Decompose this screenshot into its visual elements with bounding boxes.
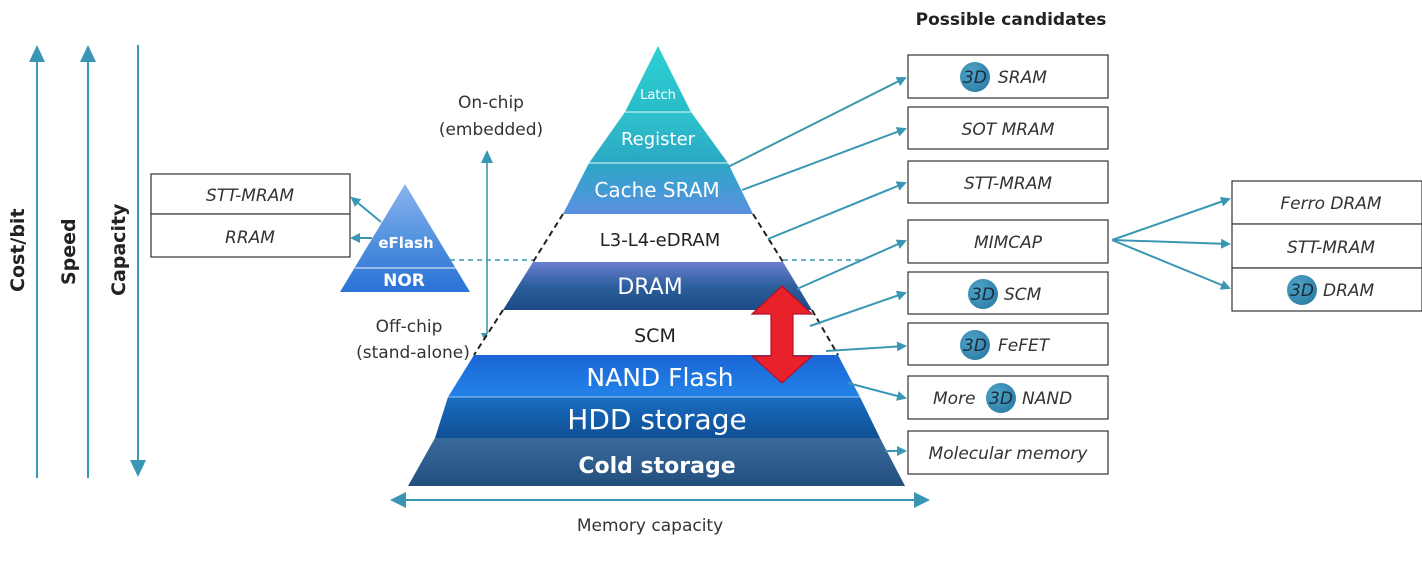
candidate-arrows	[727, 77, 907, 456]
3d-badge-icon	[960, 330, 990, 360]
on-chip-sublabel: (embedded)	[439, 120, 543, 140]
badge-label: 3D	[963, 68, 987, 88]
on-chip-label: On-chip	[458, 93, 524, 113]
right-box-label: Ferro DRAM	[1280, 194, 1382, 214]
cache-sram-label: Cache SRAM	[594, 178, 719, 202]
arrow-to-stt-mram	[350, 196, 382, 223]
memory-capacity-label: Memory capacity	[577, 516, 723, 536]
candidate-boxes: 3D SRAM SOT MRAM STT-MRAM MIMCAP 3D SCM …	[907, 54, 1109, 475]
speed-axis: Speed	[58, 45, 96, 478]
candidates-title: Possible candidates	[916, 10, 1107, 30]
embedded-flash-pyramid: eFlash NOR	[340, 184, 470, 292]
capacity-axis: Capacity	[108, 45, 146, 477]
pyramid-level-cache-sram	[563, 163, 753, 214]
candidate-prefix: More	[933, 389, 976, 409]
register-label: Register	[621, 129, 696, 150]
3d-badge-icon	[1287, 275, 1317, 305]
left-box-stt-mram	[150, 173, 351, 215]
right-candidate-boxes: Ferro DRAM STT-MRAM 3D DRAM	[1231, 180, 1422, 312]
off-chip-label: Off-chip	[376, 317, 443, 337]
candidate-box-stt-mram	[907, 160, 1109, 204]
right-box-stt-mram	[1231, 223, 1422, 269]
latch-label: Latch	[640, 88, 676, 103]
candidate-box-molecular	[907, 430, 1109, 475]
badge-label: 3D	[963, 336, 987, 356]
cost-axis: Cost/bit	[7, 45, 45, 478]
candidate-label: SCM	[1004, 285, 1042, 305]
3d-badge-icon	[960, 62, 990, 92]
candidate-box-scm	[907, 271, 1109, 315]
candidate-label: FeFET	[998, 336, 1051, 356]
pyramid-level-hdd-storage	[435, 397, 880, 438]
3d-badge-icon	[986, 383, 1016, 413]
eflash-label: eFlash	[378, 234, 433, 252]
pyramid-level-register	[589, 112, 728, 163]
memory-pyramid: Latch Register Cache SRAM L3-L4-eDRAM DR…	[408, 46, 905, 486]
candidate-label: Molecular memory	[929, 444, 1089, 464]
candidate-box-mimcap	[907, 219, 1109, 264]
candidate-label: STT-MRAM	[964, 174, 1052, 194]
left-box-rram	[150, 213, 351, 258]
pyramid-level-dram	[503, 262, 812, 310]
off-chip-sublabel: (stand-alone)	[356, 343, 470, 363]
candidate-label: NAND	[1022, 389, 1072, 409]
right-box-ferro-dram	[1231, 180, 1422, 225]
speed-axis-label: Speed	[58, 218, 80, 285]
pyramid-level-cold-storage	[408, 438, 905, 486]
pyramid-level-l3-l4-edram	[533, 214, 783, 262]
left-box-label: RRAM	[225, 228, 275, 248]
small-pyramid-shape	[340, 184, 470, 292]
mimcap-arrows	[1111, 196, 1231, 290]
pyramid-level-scm	[474, 310, 838, 355]
hdd-storage-label: HDD storage	[567, 403, 746, 436]
candidate-label: SOT MRAM	[962, 120, 1055, 140]
right-box-dram	[1231, 267, 1422, 312]
cold-storage-label: Cold storage	[578, 454, 735, 479]
pyramid-level-latch	[625, 46, 691, 112]
arrow-down-icon	[130, 460, 146, 477]
capacity-axis-label: Capacity	[108, 203, 130, 296]
left-candidate-boxes: STT-MRAM RRAM	[150, 173, 351, 258]
scm-label: SCM	[634, 325, 676, 347]
candidate-box-fefet	[907, 322, 1109, 366]
nor-label: NOR	[383, 271, 425, 291]
3d-badge-icon	[968, 279, 998, 309]
arrow-up-icon	[80, 45, 96, 62]
right-box-label: STT-MRAM	[1287, 238, 1375, 258]
candidate-label: MIMCAP	[974, 233, 1043, 253]
badge-label: 3D	[971, 285, 995, 305]
badge-label: 3D	[1290, 281, 1314, 301]
right-box-label: DRAM	[1323, 281, 1375, 301]
pyramid-level-nand-flash	[448, 355, 860, 397]
cost-axis-label: Cost/bit	[7, 208, 29, 292]
dram-label: DRAM	[617, 275, 682, 300]
badge-label: 3D	[989, 389, 1013, 409]
candidate-label: SRAM	[998, 68, 1047, 88]
arrow-left-icon	[390, 492, 406, 508]
arrow-up-icon	[29, 45, 45, 62]
arrow-right-icon	[914, 492, 930, 508]
candidate-box-sot-mram	[907, 106, 1109, 150]
left-box-label: STT-MRAM	[206, 186, 294, 206]
l3-l4-edram-label: L3-L4-eDRAM	[600, 230, 721, 251]
nand-flash-label: NAND Flash	[586, 363, 733, 392]
memory-gap-double-arrow-icon	[750, 285, 814, 384]
candidate-box-sram	[907, 54, 1109, 99]
